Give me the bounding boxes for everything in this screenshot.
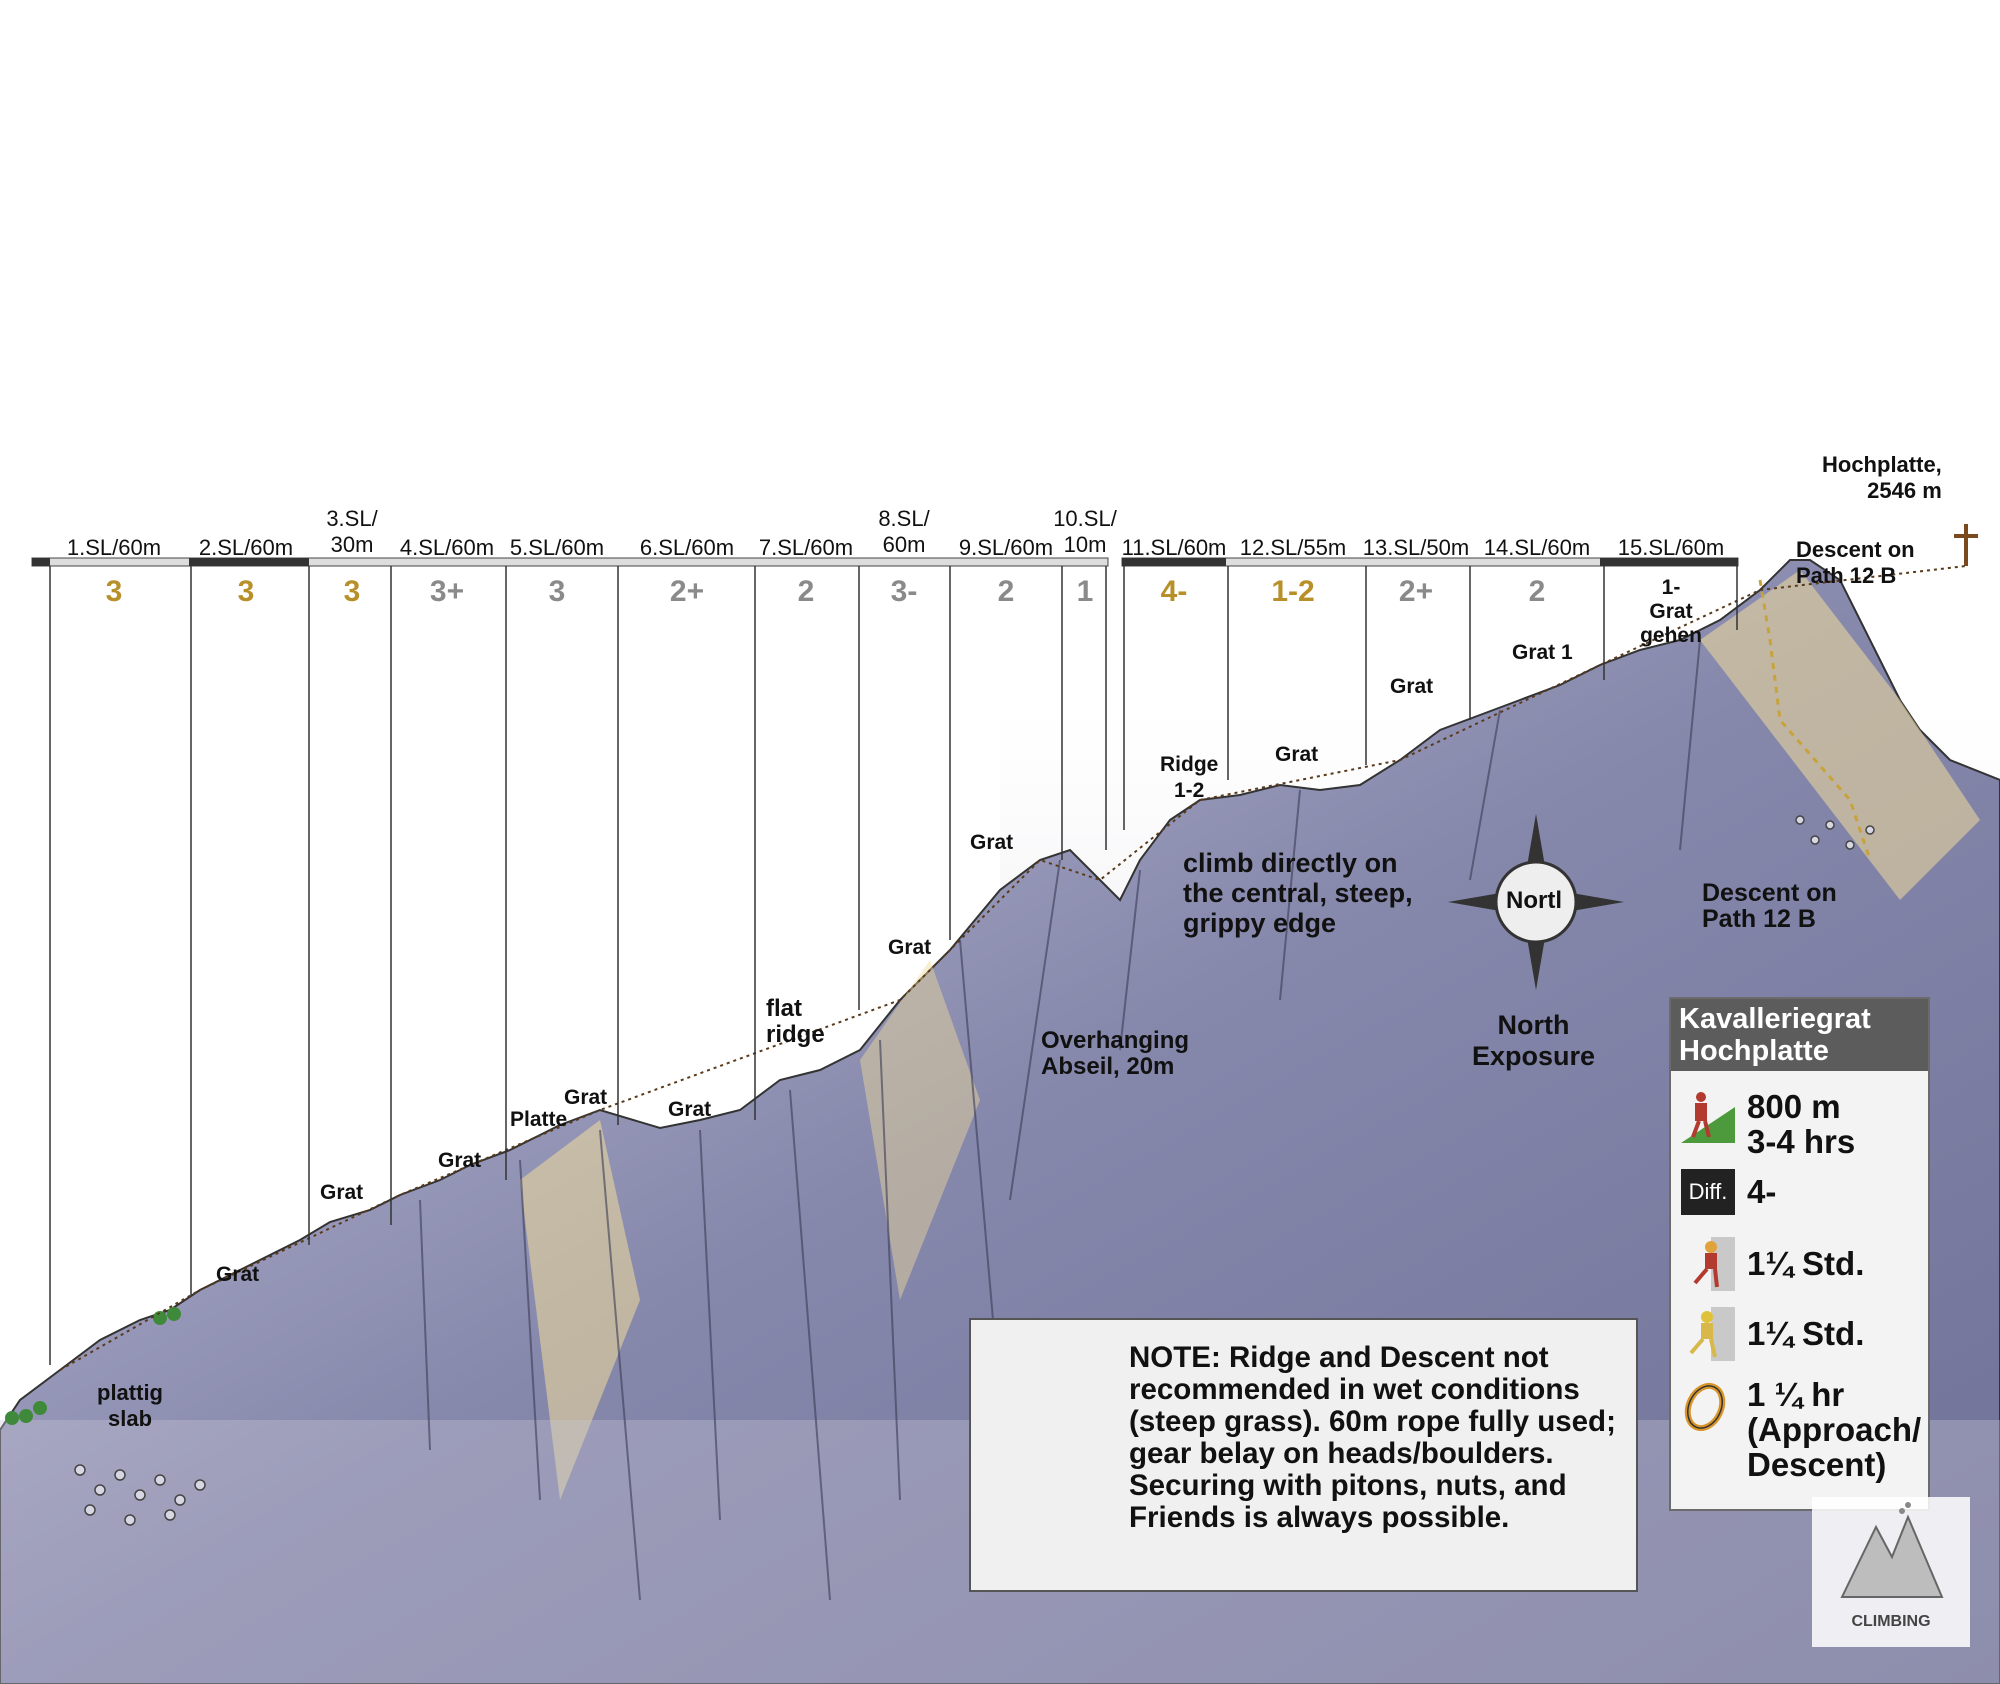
climber-icon <box>1693 1237 1735 1291</box>
grat-label: Grat <box>888 936 932 959</box>
grat-label: Grat <box>564 1086 608 1109</box>
descent-path <box>1758 579 1872 861</box>
descender-icon <box>1689 1307 1735 1361</box>
flat-ridge-label: flat ridge <box>766 995 825 1048</box>
pitch-label: 12.SL/55m <box>1239 535 1347 560</box>
north-exposure-label: North Exposure <box>1472 1010 1596 1071</box>
pitch-grade: 3 <box>343 575 361 608</box>
platte-label: Platte <box>510 1108 568 1131</box>
sunlit-face <box>520 1120 640 1500</box>
pitch-grade: 4- <box>1160 575 1188 608</box>
pitch-label: 5.SL/60m <box>509 535 605 560</box>
pitch-label: 8.SL/ 60m <box>878 506 930 557</box>
grat-label: Grat <box>1390 675 1434 698</box>
pitch-label: 11.SL/60m <box>1121 535 1227 560</box>
legend-approach-text: 1 ¼ hr (Approach/ Descent) <box>1747 1376 1922 1483</box>
pitch-label: 3.SL/ 30m <box>326 506 378 557</box>
pitch-grade: 3 <box>548 575 566 608</box>
grat-1-label: Grat 1 <box>1512 641 1573 664</box>
compass-label: Nortl <box>1506 887 1562 914</box>
pitch-grade: 3- <box>890 575 918 608</box>
sunlit-face <box>1700 570 1980 900</box>
legend-descent-text: 1¼ Std. <box>1747 1315 1865 1352</box>
legend-difficulty-text: 4- <box>1747 1173 1777 1210</box>
pitch-grade: 3 <box>105 575 123 608</box>
overhang-label: Overhanging Abseil, 20m <box>1041 1027 1190 1080</box>
summit-label: Hochplatte, 2546 m <box>1822 452 1942 503</box>
legend-title: Kavalleriegrat Hochplatte <box>1671 999 1928 1071</box>
pitch-grade: 2+ <box>1398 575 1434 608</box>
legend-descent-row: 1¼ Std. <box>1681 1307 1864 1361</box>
pitch-grade: 1 <box>1076 575 1094 608</box>
pitch-label: 7.SL/60m <box>758 535 854 560</box>
legend-difficulty-row: Diff. 4- <box>1681 1169 1776 1215</box>
carabiner-icon <box>1684 1382 1726 1431</box>
pitch-label: 2.SL/60m <box>198 535 294 560</box>
pitch-label: 1.SL/60m <box>66 535 162 560</box>
descent-label-top: Descent on Path 12 B <box>1796 537 1915 588</box>
ridge-label: Ridge 1-2 <box>1160 753 1219 802</box>
note-box: NOTE: Ridge and Descent not recommended … <box>969 1318 1638 1592</box>
pitch-grade: 2 <box>1528 575 1546 608</box>
pitch-grade: 2 <box>797 575 815 608</box>
pitch-label: 4.SL/60m <box>399 535 495 560</box>
pitch-dividers <box>49 566 1738 1365</box>
diff-badge: Diff. <box>1681 1169 1735 1215</box>
logo-text: CLIMBING <box>1851 1613 1931 1630</box>
pitch-grade: 3 <box>237 575 255 608</box>
mountain-logo-icon <box>1840 1502 1944 1598</box>
grat-label: Grat <box>438 1149 482 1172</box>
pitch-grade: 3+ <box>429 575 465 608</box>
pitch-grade: 2 <box>997 575 1015 608</box>
legend-ascent-row: 1¼ Std. <box>1681 1237 1864 1291</box>
grat-label: Grat <box>970 831 1014 854</box>
summit-cross <box>1954 524 1978 566</box>
pitch-label: 13.SL/50m <box>1362 535 1470 560</box>
route-line <box>59 565 1967 1371</box>
hiker-icon <box>1681 1092 1735 1143</box>
descent-label-bottom: Descent on Path 12 B <box>1702 879 1837 933</box>
plattig-slab-label: plattig slab <box>97 1380 163 1431</box>
note-text: NOTE: Ridge and Descent not recommended … <box>1129 1341 1616 1534</box>
pitch-header-bar <box>31 557 1739 567</box>
pitch-label: 6.SL/60m <box>639 535 735 560</box>
grat-label: Grat <box>320 1181 364 1204</box>
pitch-label: 14.SL/60m <box>1483 535 1591 560</box>
climb-direct-label: climb directly on the central, steep, gr… <box>1183 848 1413 938</box>
boulder-field <box>74 815 1875 1526</box>
grat-label: Grat <box>216 1263 260 1286</box>
sunlit-face <box>860 960 980 1300</box>
legend-approach-row: 1 ¼ hr (Approach/ Descent) <box>1681 1377 1921 1482</box>
pitch-label: 10.SL/ 10m <box>1053 506 1117 557</box>
compass-rose <box>1448 814 1624 990</box>
grat-label: Grat <box>668 1098 712 1121</box>
pitch-grade: 1- Grat gehen <box>1640 576 1702 647</box>
brand-logo: CLIMBING <box>1812 1497 1970 1647</box>
pitch-grade: 1-2 <box>1271 575 1315 608</box>
legend-elevation-row: 800 m 3-4 hrs <box>1681 1089 1855 1159</box>
trees <box>5 1307 181 1425</box>
rock-texture <box>419 639 1701 1601</box>
grat-label: Grat <box>1275 743 1319 766</box>
pitch-label: 9.SL/60m <box>958 535 1054 560</box>
pitch-label: 15.SL/60m <box>1617 535 1725 560</box>
legend-panel: Kavalleriegrat Hochplatte 800 m 3-4 hrs … <box>1669 997 1930 1511</box>
legend-ascent-text: 1¼ Std. <box>1747 1245 1865 1282</box>
legend-elevation-text: 800 m 3-4 hrs <box>1747 1088 1856 1160</box>
pitch-grade: 2+ <box>669 575 705 608</box>
